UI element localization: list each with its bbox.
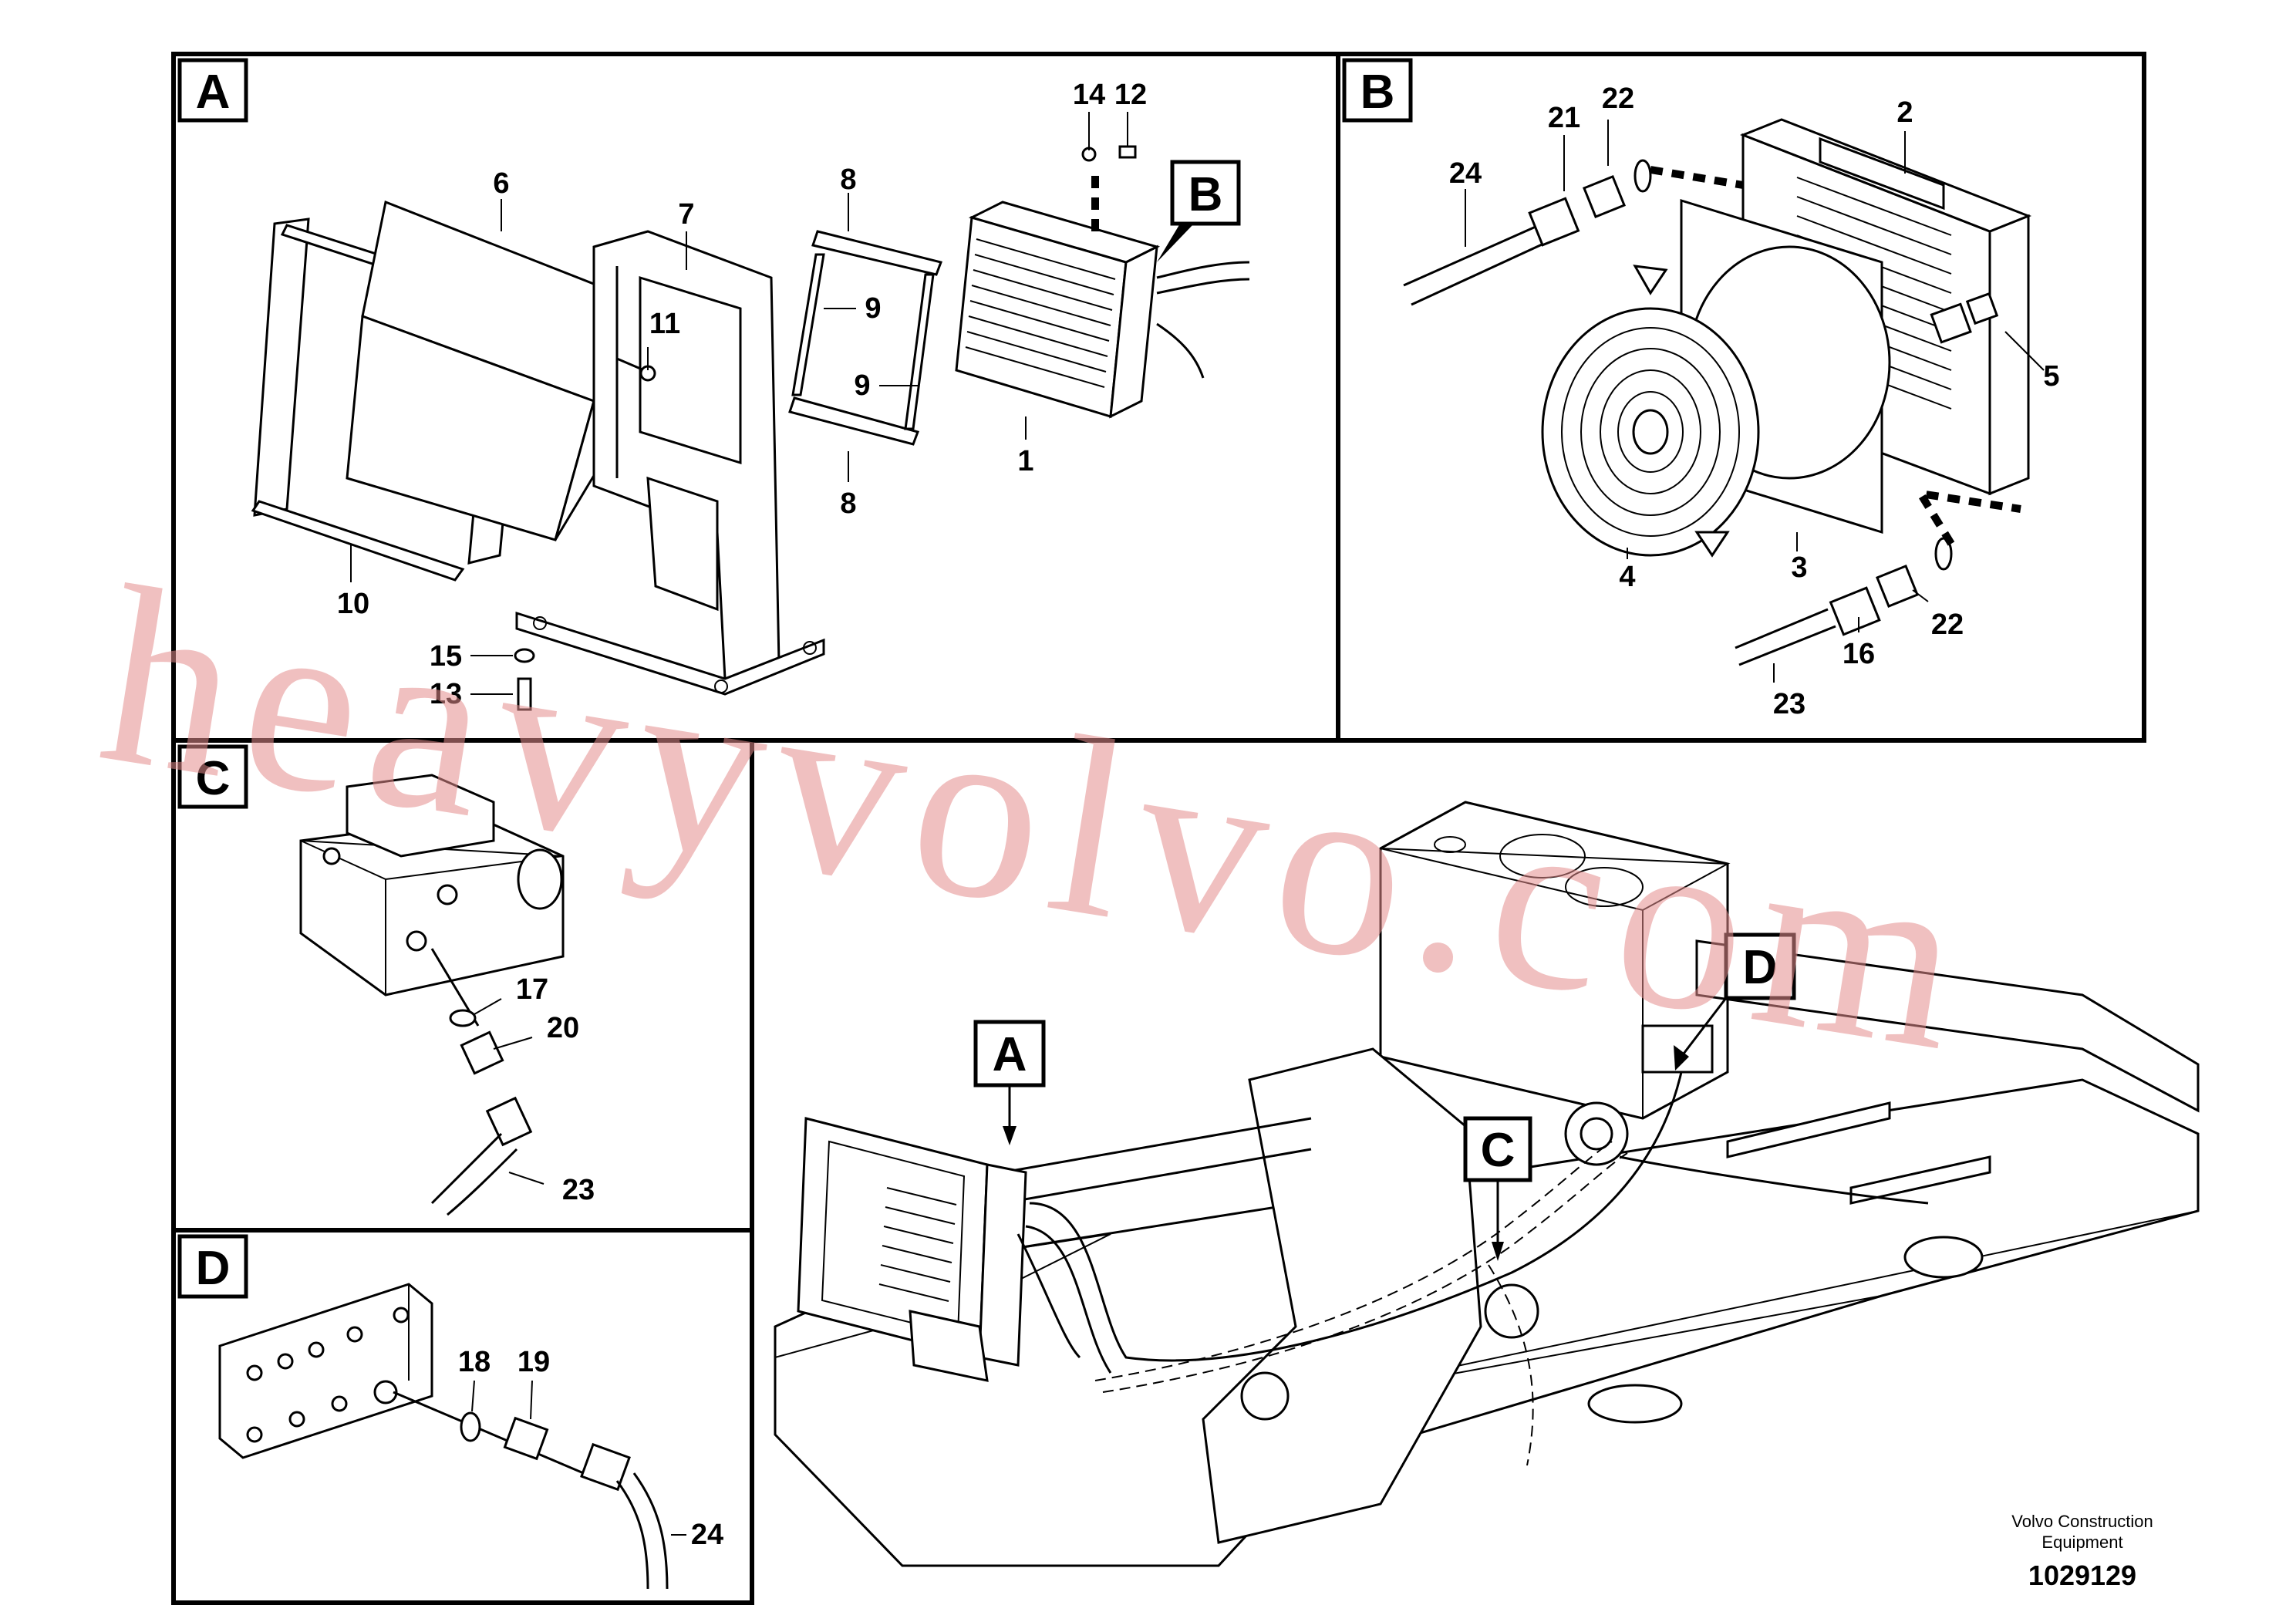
callout-b-16: 16 [1843,638,1875,670]
callout-c-23: 23 [562,1174,595,1206]
part-fittings-c [430,948,533,1216]
panel-d: D 18 19 24 [171,1228,754,1605]
callout-a-15: 15 [430,640,462,673]
part-plate-d [218,1283,433,1459]
panel-d-leaders [471,1380,686,1536]
callout-c-17: 17 [516,973,548,1006]
callout-a-9-top: 9 [865,292,881,325]
callout-a-6: 6 [493,167,509,200]
callout-a-8-top: 8 [840,164,856,196]
panel-a-tag: A [196,66,231,119]
callout-b-3: 3 [1791,551,1807,584]
callout-d-19: 19 [518,1346,550,1378]
part-fan-4 [1541,265,1760,558]
panel-c-leaders [474,998,544,1185]
part-fittings-b [1403,159,2021,666]
callout-a-9-bottom: 9 [854,369,870,402]
part-screws-12-15 [514,145,1137,711]
overview-tag-c: C [1481,1124,1515,1177]
callout-a-14: 14 [1073,79,1105,111]
overview-cooler-fins [878,1187,957,1302]
part-shroud-7 [515,230,825,696]
panel-a: A [171,52,1340,743]
callout-b-22-top: 22 [1602,83,1634,115]
panel-d-tag: D [196,1242,231,1295]
cooler-1-fins [965,238,1116,388]
panel-a-leaders [350,112,1128,695]
callout-b-23: 23 [1773,688,1805,720]
callout-a-10: 10 [337,588,369,620]
overview-tag-d: D [1743,941,1778,994]
callout-a-1: 1 [1017,445,1033,477]
callout-b-22-bottom: 22 [1931,609,1964,641]
callout-b-5: 5 [2043,360,2059,393]
callout-c-20: 20 [547,1012,579,1044]
callout-b-2: 2 [1896,96,1913,129]
panel-a-b-tag-text: B [1188,168,1223,221]
callout-a-13: 13 [430,678,462,710]
overview-tags [973,932,1796,1261]
panel-c: C 17 20 23 [171,738,754,1233]
callout-d-24: 24 [691,1519,723,1551]
cooler-1-hoses [1091,170,1250,379]
panel-b-leaders [1465,120,2045,683]
footer-drawing-number: 1029129 [2028,1560,2136,1591]
panel-c-tag: C [196,752,231,805]
part-cooler-1 [955,201,1161,419]
footer-company-line1: Volvo Construction [2011,1512,2153,1531]
callout-a-12: 12 [1114,79,1147,111]
callout-b-21: 21 [1548,102,1580,134]
panel-b-tag: B [1360,66,1395,119]
part-strips-8-9 [788,230,942,446]
part-valve-block-c [299,774,565,996]
callout-a-11: 11 [649,308,680,340]
overview-machine [774,801,2200,1567]
panel-b: B [1336,52,2146,743]
callout-b-24: 24 [1449,157,1482,190]
overview-tag-a: A [993,1028,1027,1081]
callout-d-18: 18 [458,1346,491,1378]
callout-b-4: 4 [1619,561,1635,593]
footer-company-line2: Equipment [2041,1533,2122,1552]
part-fittings-d [393,1391,669,1590]
callout-a-7: 7 [678,198,694,231]
callout-a-8-bottom: 8 [840,487,856,520]
panel-a-detail-b-tag [1157,160,1241,262]
